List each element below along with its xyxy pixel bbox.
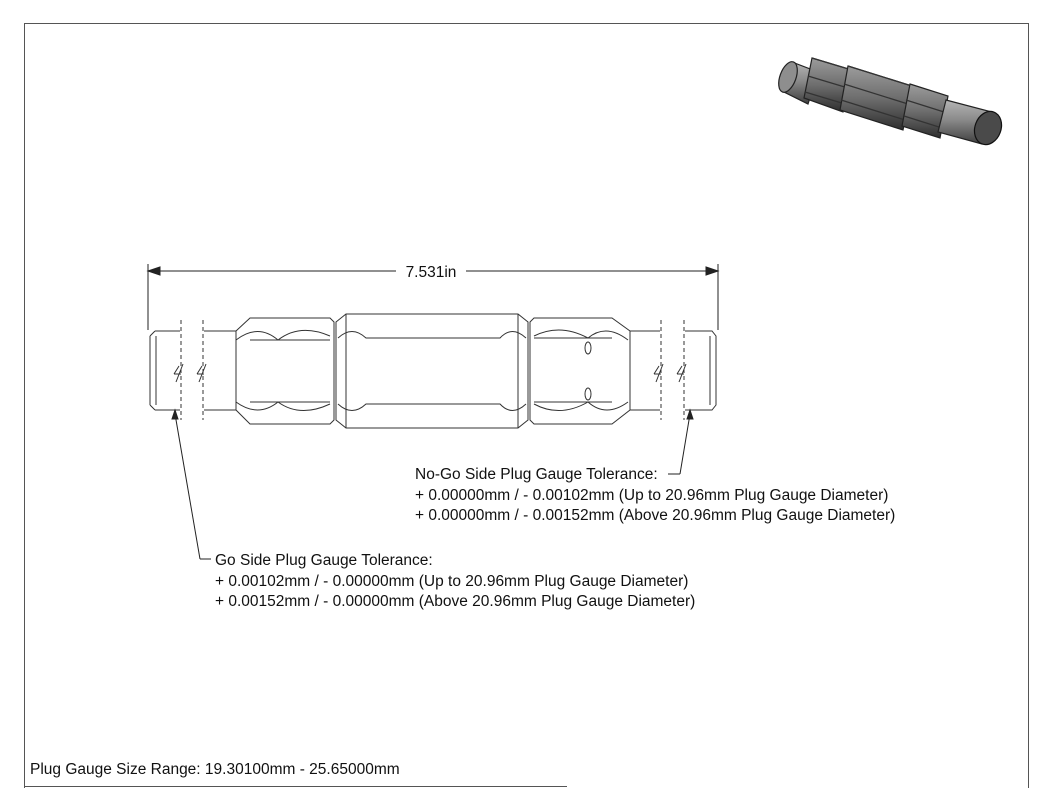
go-note-line-1: + 0.00102mm / - 0.00000mm (Up to 20.96mm… xyxy=(215,572,689,590)
isometric-view xyxy=(778,57,1003,146)
left-hex-chamfer xyxy=(235,329,331,411)
nogo-plug-end xyxy=(685,330,717,411)
go-break-symbol-2 xyxy=(196,363,207,383)
arrowhead-right xyxy=(705,266,720,276)
go-note-line-2: + 0.00152mm / - 0.00000mm (Above 20.96mm… xyxy=(215,593,696,610)
title-block-rule xyxy=(24,786,567,787)
nogo-leader xyxy=(668,408,694,475)
go-plug-end xyxy=(149,330,180,411)
go-leader xyxy=(171,408,211,560)
size-range-label: Plug Gauge Size Range: 19.30100mm - 25.6… xyxy=(30,761,400,778)
nogo-plug-stub xyxy=(630,330,660,411)
nogo-note-line-2: + 0.00000mm / - 0.00152mm (Above 20.96mm… xyxy=(415,507,896,524)
right-hex-chamfer xyxy=(533,329,629,411)
plug-gauge-side-view xyxy=(149,313,717,429)
drawing-frame xyxy=(24,23,1029,788)
arrowhead-left xyxy=(146,266,161,276)
left-hex xyxy=(235,317,335,425)
nogo-note-title: No-Go Side Plug Gauge Tolerance: xyxy=(415,466,658,483)
center-hex-faces xyxy=(337,331,527,411)
overall-dimension xyxy=(146,264,720,330)
overall-length-label: 7.531in xyxy=(406,264,457,281)
nogo-break-symbol-1 xyxy=(653,363,664,383)
nogo-tolerance-note: No-Go Side Plug Gauge Tolerance: + 0.000… xyxy=(415,465,895,527)
right-hex-groove-bottom xyxy=(584,387,592,401)
nogo-note-line-1: + 0.00000mm / - 0.00102mm (Up to 20.96mm… xyxy=(415,486,889,504)
center-hex xyxy=(335,313,529,429)
nogo-break-symbol-2 xyxy=(676,363,687,383)
right-hex-groove-top xyxy=(584,341,592,355)
go-break-symbol-1 xyxy=(173,363,184,383)
go-tolerance-note: Go Side Plug Gauge Tolerance: + 0.00102m… xyxy=(215,551,695,613)
go-note-title: Go Side Plug Gauge Tolerance: xyxy=(215,552,433,569)
go-plug-stub xyxy=(204,330,236,411)
